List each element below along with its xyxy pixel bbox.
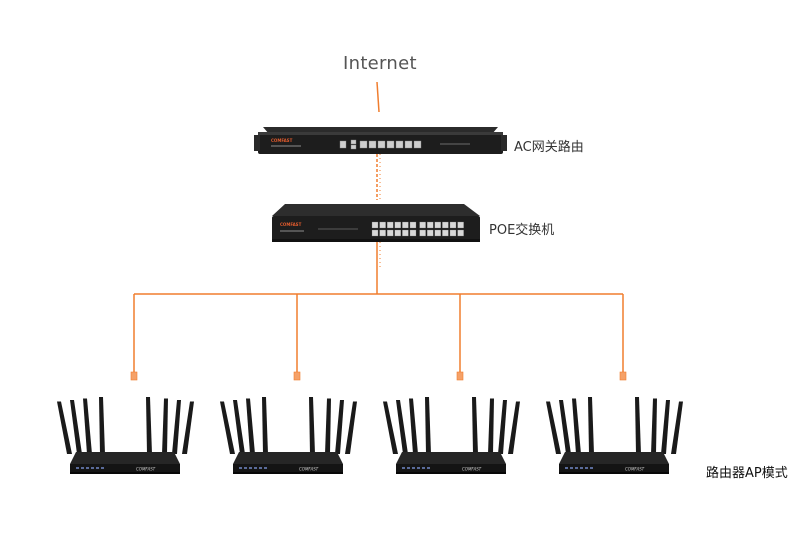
switch-port: [427, 229, 434, 237]
rj45-connector: [456, 371, 464, 381]
switch-port: [419, 221, 426, 229]
ac-gateway-device: COMFAST: [254, 127, 507, 154]
switch-port: [419, 229, 426, 237]
gateway-brand-text: COMFAST: [271, 138, 293, 143]
switch-port: [442, 229, 449, 237]
router-group: COMFAST COMFAST COMFAST COMFAST: [57, 397, 683, 474]
rj45-connector: [130, 371, 138, 381]
router-ap-2: COMFAST: [220, 397, 357, 474]
router-brand-text: COMFAST: [299, 467, 319, 472]
internet-uplink-line: [376, 81, 380, 113]
poe-switch-label: POE交换机: [489, 223, 555, 238]
router-ap-mode-label: 路由器AP模式: [706, 466, 788, 481]
router-brand-text: COMFAST: [462, 467, 482, 472]
switch-brand-text: COMFAST: [280, 222, 302, 227]
antenna-group: [383, 397, 520, 454]
ac-gateway-label: AC网关路由: [514, 140, 584, 155]
switch-port: [394, 221, 401, 229]
switch-port: [402, 229, 409, 237]
rj45-connector: [293, 371, 301, 381]
router-body: [233, 452, 343, 464]
switch-port: [379, 229, 386, 237]
switch-port: [449, 221, 457, 229]
poe-switch-device: COMFAST: [272, 204, 480, 242]
router-drop-lines: [130, 294, 627, 381]
switch-port: [379, 221, 386, 229]
internet-label: Internet: [343, 53, 417, 74]
switch-port: [387, 221, 394, 229]
switch-port: [371, 221, 379, 229]
router-brand-text: COMFAST: [625, 467, 645, 472]
switch-port: [442, 221, 449, 229]
switch-port: [387, 229, 394, 237]
gateway-to-switch-cable: [376, 154, 381, 200]
router-brand-text: COMFAST: [136, 467, 156, 472]
rj45-connector: [619, 371, 627, 381]
router-body: [70, 452, 180, 464]
router-ap-1: COMFAST: [57, 397, 194, 474]
switch-port: [371, 229, 379, 237]
switch-port: [409, 221, 417, 229]
switch-port: [409, 229, 417, 237]
antenna-group: [220, 397, 357, 454]
router-body: [559, 452, 669, 464]
router-body: [396, 452, 506, 464]
switch-to-bus-cable: [376, 242, 381, 294]
switch-port: [449, 229, 457, 237]
switch-port: [457, 229, 464, 237]
switch-port: [457, 221, 464, 229]
switch-port: [434, 229, 441, 237]
antenna-group: [546, 397, 683, 454]
switch-port: [427, 221, 434, 229]
router-ap-4: COMFAST: [546, 397, 683, 474]
switch-port: [434, 221, 441, 229]
switch-port: [402, 221, 409, 229]
antenna-group: [57, 397, 194, 454]
router-ap-3: COMFAST: [383, 397, 520, 474]
switch-port: [394, 229, 401, 237]
